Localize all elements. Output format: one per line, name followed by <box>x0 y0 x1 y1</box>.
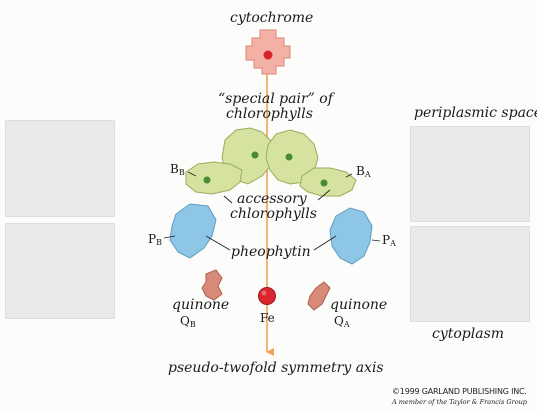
label-bb: BB <box>170 162 185 177</box>
label-quinone-a: quinone <box>330 297 388 313</box>
copyright-line-1: ©1999 GARLAND PUBLISHING INC. <box>392 387 527 396</box>
pointer-pb <box>163 235 176 239</box>
pointer-bb <box>187 171 197 177</box>
label-pa: PA <box>382 233 396 248</box>
label-axis: pseudo-twofold symmetry axis <box>168 360 384 376</box>
panel-right-top <box>410 126 530 222</box>
pheophytin-b-shape <box>169 203 217 259</box>
panel-left-bottom <box>5 223 115 319</box>
label-cytochrome: cytochrome <box>230 10 314 26</box>
label-special-pair-1: “special pair” of <box>218 91 333 107</box>
pointer-pa <box>371 239 381 242</box>
quinone-a-shape <box>307 281 331 311</box>
quinone-b-shape <box>201 269 223 301</box>
iron-atom <box>258 287 276 305</box>
label-periplasmic: periplasmic space <box>414 105 537 121</box>
panel-left-top <box>5 120 115 217</box>
label-pheophytin: pheophytin <box>231 244 311 260</box>
label-accessory-1: accessory <box>237 191 307 207</box>
label-pb: PB <box>148 232 162 247</box>
label-fe: Fe <box>260 311 275 325</box>
accessory-chlorophyll-a <box>299 167 357 197</box>
cytochrome-heme-dot <box>263 50 273 60</box>
pointer-accessory-right <box>317 189 331 201</box>
pointer-pheophytin-left <box>205 235 231 251</box>
cytochrome-shape <box>245 29 291 75</box>
label-qb: QB <box>180 314 196 329</box>
label-special-pair-2: chlorophylls <box>226 106 313 122</box>
special-pair-right <box>265 129 319 185</box>
pointer-pheophytin-right <box>313 235 337 251</box>
label-accessory-2: chlorophylls <box>230 206 317 222</box>
panel-right-bottom <box>410 226 530 322</box>
label-qa: QA <box>334 314 350 329</box>
label-quinone-b: quinone <box>172 297 230 313</box>
label-ba: BA <box>356 164 371 179</box>
label-cytoplasm: cytoplasm <box>432 326 505 342</box>
copyright-line-2: A member of the Taylor & Francis Group <box>392 398 527 406</box>
accessory-chlorophyll-b <box>185 161 243 195</box>
pointer-ba <box>345 173 353 178</box>
pointer-accessory-left <box>223 195 233 204</box>
pheophytin-a-shape <box>329 207 373 265</box>
